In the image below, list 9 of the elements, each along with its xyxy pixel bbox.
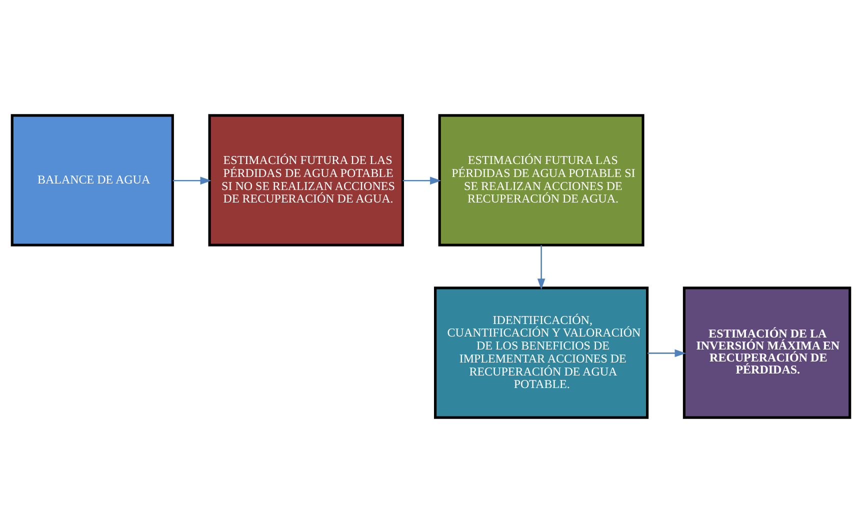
node-box: BALANCE DE AGUA bbox=[10, 114, 174, 246]
node-box: ESTIMACIÓN FUTURA DE LAS PÉRDIDAS DE AGUA POTABLE SI NO SE REALIZAN ACCIONES DE RECUPERACIÓN DE AGUA. bbox=[208, 114, 404, 246]
arrow bbox=[537, 244, 546, 290]
node-box: ESTIMACIÓN FUTURA LAS PÉRDIDAS DE AGUA POTABLE SI SE REALIZAN ACCIONES DE RECUPERACIÓN DE AGUA. bbox=[438, 114, 644, 246]
arrow bbox=[648, 348, 686, 357]
arrow bbox=[402, 176, 442, 184]
node-box: IDENTIFICACIÓN, CUANTIFICACIÓN Y VALORACIÓN DE LOS BENEFICIOS DE IMPLEMENTAR ACCIONES DE RECUPERACIÓN DE AGUA POTABLE. bbox=[434, 286, 649, 418]
node-box: ESTIMACIÓN DE LA INVERSIÓN MÁXIMA EN RECUPERACIÓN DE PÉRDIDAS. bbox=[682, 286, 852, 418]
arrow bbox=[172, 176, 212, 184]
